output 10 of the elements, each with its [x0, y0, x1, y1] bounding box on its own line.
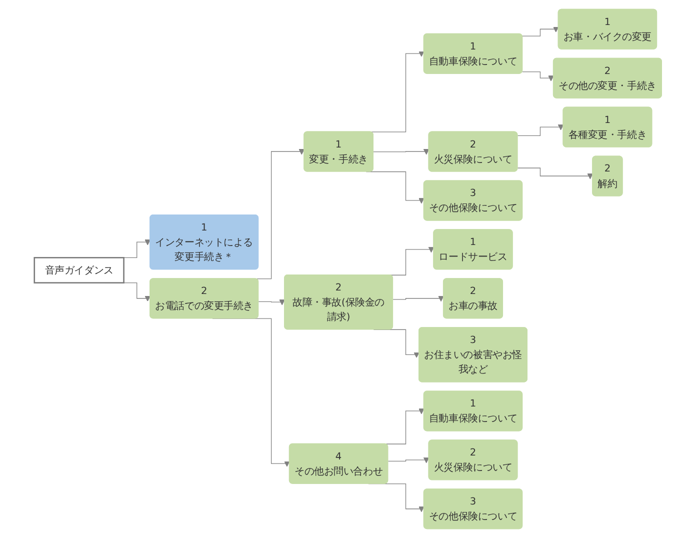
- arrow: [522, 71, 554, 82]
- arrow: [392, 296, 444, 302]
- arrow: [258, 299, 285, 306]
- arrow: [373, 148, 430, 155]
- arrow: [366, 171, 424, 204]
- arrow: [522, 26, 559, 36]
- arrow: [517, 168, 594, 180]
- arrow: [517, 124, 564, 136]
- arrow: [388, 457, 430, 464]
- node-box: 音声ガイダンス: [34, 257, 124, 284]
